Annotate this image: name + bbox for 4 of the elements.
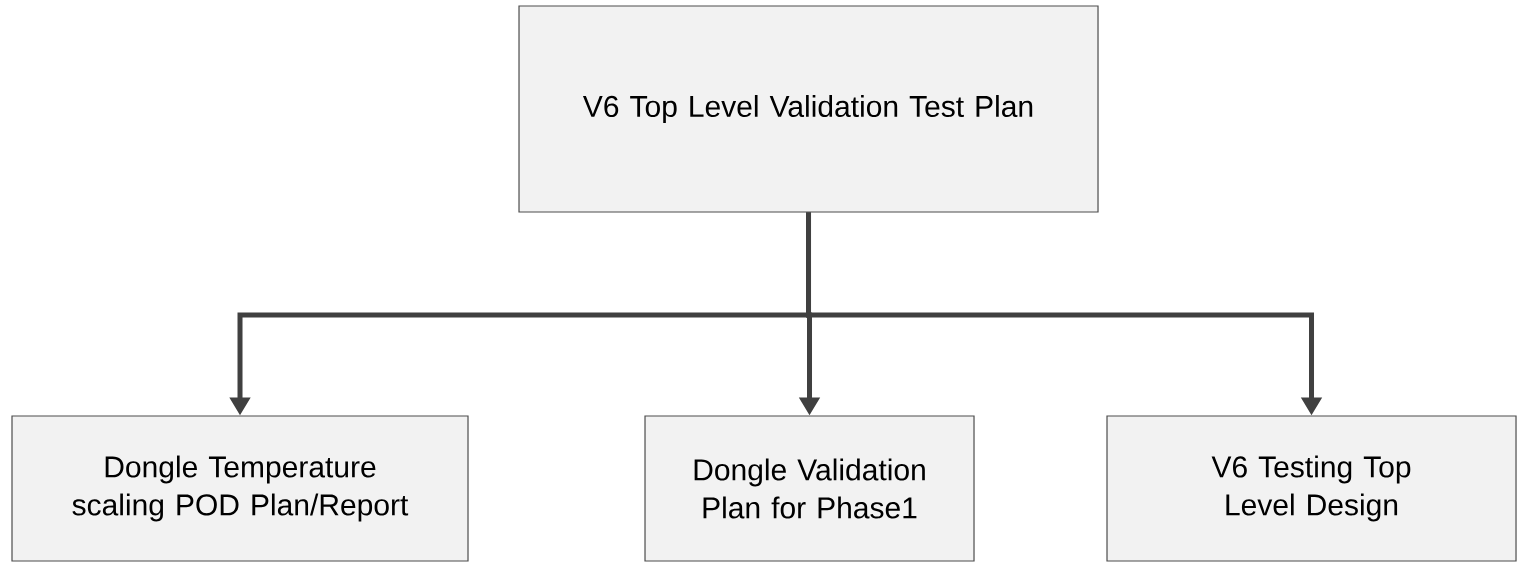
process-box: V6 Testing Top Level Design	[1106, 415, 1517, 562]
process-box: Dongle Temperature scaling POD Plan/Report	[11, 415, 469, 562]
process-box: Dongle Validation Plan for Phase1	[644, 415, 975, 562]
process-box: V6 Top Level Validation Test Plan	[518, 5, 1099, 213]
